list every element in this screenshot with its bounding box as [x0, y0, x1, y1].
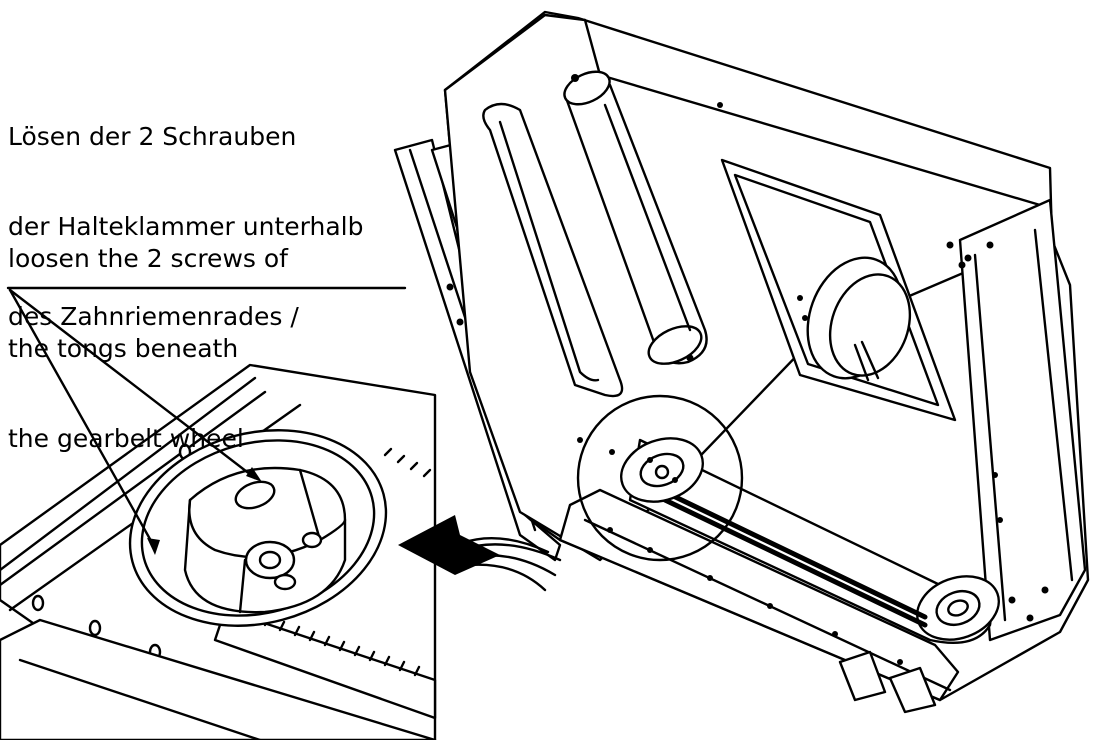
detail-view — [0, 286, 562, 740]
caption-german-line: des Zahnriemenrades / — [8, 302, 299, 331]
gear-wheel-small — [620, 437, 704, 503]
caption-english-line: the gearbelt wheel — [8, 424, 244, 453]
lower-roller — [628, 438, 1000, 644]
push-arrow — [398, 515, 562, 592]
caption-german-line: Lösen der 2 Schrauben — [8, 122, 297, 151]
main-assembly — [393, 10, 1090, 714]
motor-drum — [806, 256, 912, 382]
caption-german-line: der Halteklammer unterhalb — [8, 212, 364, 241]
detail-circle — [576, 394, 744, 562]
caption-german: Lösen der 2 Schrauben der Halteklammer u… — [8, 62, 363, 392]
caption-english-line: the tongs beneath — [8, 334, 239, 363]
top-plate-holes — [571, 74, 1003, 523]
caption-english: loosen the 2 screws of the tongs beneath… — [8, 184, 288, 514]
bottom-channel-holes — [607, 527, 903, 665]
gear-belt — [662, 497, 928, 628]
caption-english-line: loosen the 2 screws of — [8, 244, 288, 273]
clamp-hub — [183, 466, 347, 614]
right-flange-holes — [964, 241, 1049, 622]
pointer-lines — [6, 286, 407, 555]
frame-right-flange — [958, 198, 1087, 642]
slot-opening — [482, 102, 624, 398]
upper-roller — [563, 70, 708, 365]
